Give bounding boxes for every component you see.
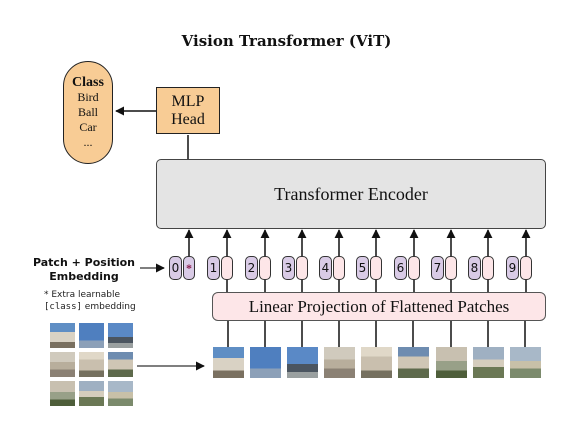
sequence-patch-8 [473,347,504,378]
position-embedding-1: 1 [207,256,220,280]
sequence-patch-9 [510,347,541,378]
grid-patch-8 [79,381,104,406]
mlp-head-box: MLP Head [156,87,220,134]
class-item: Ball [78,105,98,119]
patch-embedding-8 [482,256,494,280]
class-item: Bird [77,90,99,104]
position-embedding-2: 2 [245,256,258,280]
class-box-title: Class [72,75,104,90]
grid-patch-5 [79,352,104,377]
sequence-patch-2 [250,347,281,378]
mlp-head-line2: Head [171,110,205,128]
sequence-patch-3 [287,347,318,378]
linear-projection-box: Linear Projection of Flattened Patches [212,292,546,321]
grid-patch-2 [79,323,104,348]
position-embedding-8: 8 [468,256,481,280]
grid-patch-7 [50,381,75,406]
extra-note-line1: * Extra learnable [44,290,121,300]
class-code: [class] [44,302,82,312]
class-token-embedding: * [183,256,195,280]
patch-embedding-4 [333,256,345,280]
grid-patch-3 [108,323,133,348]
linear-projection-label: Linear Projection of Flattened Patches [248,296,510,316]
token-arrows [184,229,531,292]
patch-embedding-5 [370,256,382,280]
grid-patch-9 [108,381,133,406]
grid-patch-1 [50,323,75,348]
class-item: ... [83,135,93,149]
patch-embedding-7 [445,256,457,280]
position-embedding-7: 7 [431,256,444,280]
sequence-patch-5 [361,347,392,378]
diagram-title: Vision Transformer (ViT) [181,32,392,50]
transformer-encoder-box: Transformer Encoder [156,159,546,229]
sequence-patch-4 [324,347,355,378]
sequence-patch-7 [436,347,467,378]
extra-note-line2: [class] embedding [44,301,136,313]
patch-embedding-3 [296,256,308,280]
extra-learnable-note: * Extra learnable [class] embedding [44,289,136,313]
position-embedding-9: 9 [506,256,519,280]
position-embedding-0: 0 [169,256,182,280]
extra-note-text: embedding [81,302,136,312]
transformer-encoder-label: Transformer Encoder [274,183,428,204]
patch-position-embedding-label: Patch + Position Embedding [28,256,140,284]
grid-patch-4 [50,352,75,377]
pp-label-line2: Embedding [49,270,119,283]
grid-patch-6 [108,352,133,377]
patch-embedding-1 [221,256,233,280]
mlp-head-line1: MLP [171,92,205,110]
class-item: Car [79,120,97,134]
patch-embedding-2 [259,256,271,280]
position-embedding-3: 3 [282,256,295,280]
patch-embedding-6 [408,256,420,280]
pp-label-line1: Patch + Position [32,256,136,269]
class-output-box: Class Bird Ball Car ... [63,61,113,164]
patch-lines [227,321,526,347]
position-embedding-5: 5 [356,256,369,280]
position-embedding-4: 4 [319,256,332,280]
position-embedding-6: 6 [394,256,407,280]
sequence-patch-1 [213,347,244,378]
patch-embedding-9 [520,256,532,280]
sequence-patch-6 [398,347,429,378]
